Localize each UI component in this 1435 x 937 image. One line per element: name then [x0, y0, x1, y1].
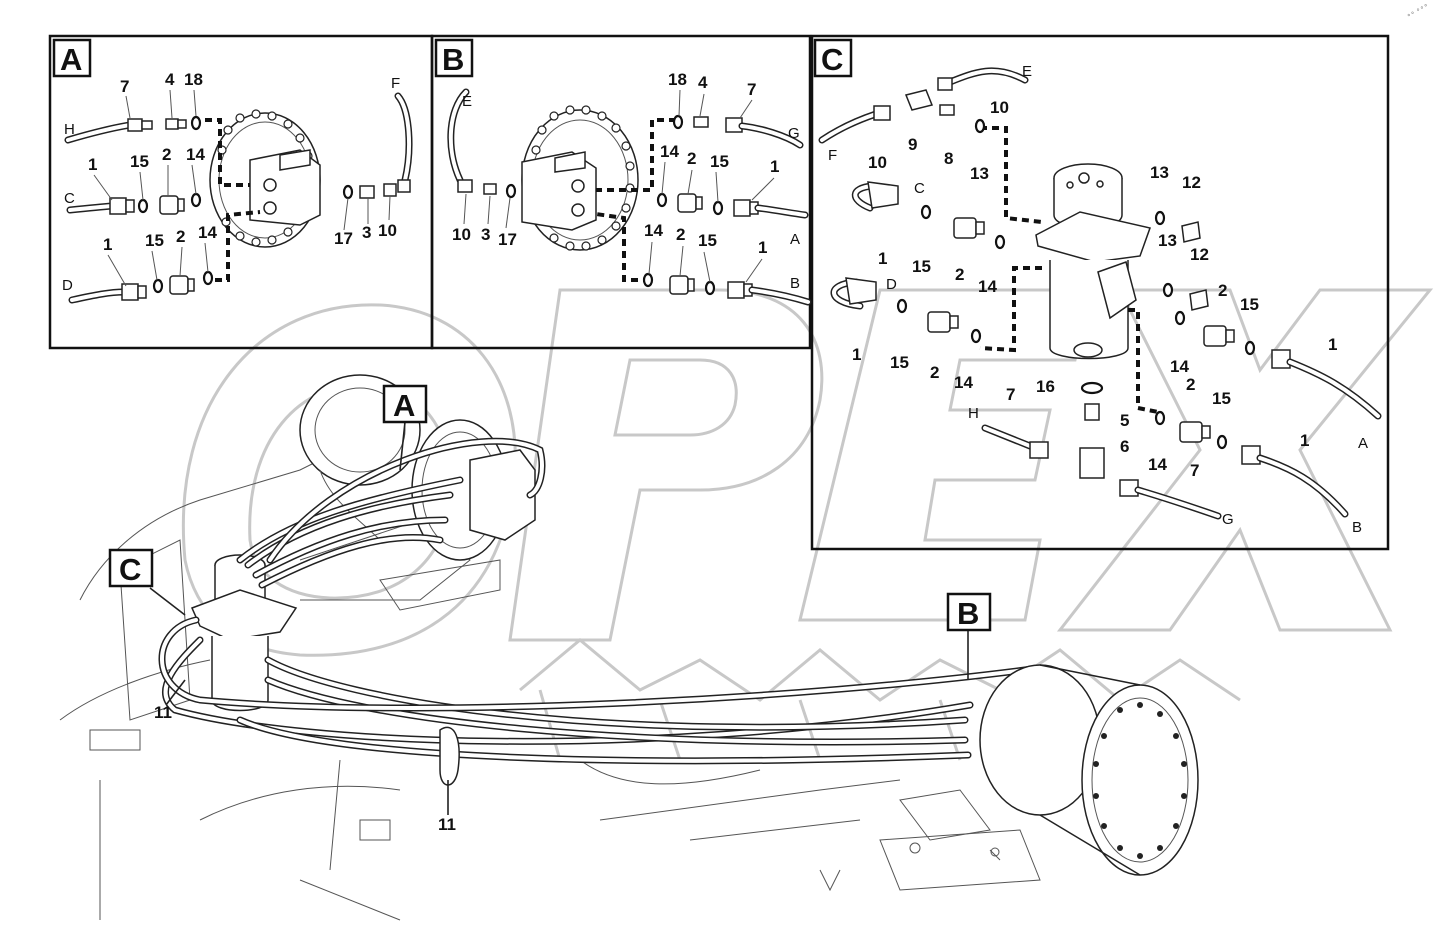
callout-label: 2 [1186, 375, 1195, 394]
view-tag-box [52, 38, 92, 78]
callout-label: 14 [978, 277, 997, 296]
center-swivel-joint [1035, 163, 1151, 360]
callout-label: 10 [452, 225, 471, 244]
hose-end-label: D [886, 276, 897, 293]
callout-label: 14 [660, 142, 679, 161]
hose-end-label: D [62, 277, 73, 294]
hose-end-label: F [828, 147, 837, 164]
hose-end-label: C [64, 190, 75, 207]
callout-label: 14 [644, 221, 663, 240]
callout-label: 14 [186, 145, 205, 164]
hose-end-label: B [1352, 519, 1362, 536]
callout-label: 2 [176, 227, 185, 246]
callout-label: 2 [687, 149, 696, 168]
callout-label: 2 [162, 145, 171, 164]
callout-label: 2 [676, 225, 685, 244]
view-tag: A [60, 42, 82, 77]
callout-label: 14 [1170, 357, 1189, 376]
hose-end-label: F [391, 75, 400, 92]
callout-label: 7 [747, 80, 756, 99]
callout-label: 18 [668, 70, 687, 89]
callout-label: 15 [912, 257, 931, 276]
watermark [182, 288, 1434, 761]
callout-label: 15 [890, 353, 909, 372]
overview-tag-box [946, 592, 992, 632]
callout-label: 5 [1120, 411, 1129, 430]
callout-label: 14 [1148, 455, 1167, 474]
callout-label: 7 [1006, 385, 1015, 404]
callout-label: 11 [438, 815, 456, 834]
hose-end-label: H [968, 405, 979, 422]
overview-tag: C [119, 552, 141, 587]
hose-end-label: E [462, 93, 472, 110]
corner-mark: ∘∘ ∘∘∘ [1406, 2, 1430, 20]
callout-label: 15 [698, 231, 717, 250]
callout-label: 15 [145, 231, 164, 250]
callout-label: 10 [868, 153, 887, 172]
callout-label: 2 [955, 265, 964, 284]
callout-label: 1 [758, 238, 767, 257]
callout-label: 3 [481, 225, 490, 244]
callout-label: 14 [954, 373, 973, 392]
callout-label: 14 [198, 223, 217, 242]
callout-label: 1 [1300, 431, 1309, 450]
callout-label: 17 [498, 230, 517, 249]
callout-label: 7 [1190, 461, 1199, 480]
callout-label: 7 [120, 77, 129, 96]
callout-label: 13 [1150, 163, 1169, 182]
callout-label: 1 [88, 155, 97, 174]
callout-label: 4 [165, 70, 175, 89]
callout-label: 10 [378, 221, 397, 240]
callout-label: 6 [1120, 437, 1129, 456]
hose-end-label: E [1022, 63, 1032, 80]
overview-tag: B [957, 596, 979, 631]
hose-end-label: A [1358, 435, 1368, 452]
callout-label: 8 [944, 149, 953, 168]
hose-end-label: G [788, 125, 800, 142]
callout-label: 10 [990, 98, 1009, 117]
callout-label: 15 [1212, 389, 1231, 408]
callout-label: 17 [334, 229, 353, 248]
view-tag-box [813, 38, 853, 78]
callout-label: 15 [130, 152, 149, 171]
overview-tag-box [108, 548, 154, 588]
hose-end-label: C [914, 180, 925, 197]
callout-label: 4 [698, 73, 708, 92]
overview-tag: A [393, 388, 415, 423]
callout-label: 1 [103, 235, 112, 254]
detail-view-b-frame [430, 34, 812, 350]
view-tag: C [821, 42, 843, 77]
hose-end-label: A [790, 231, 800, 248]
callout-label: 9 [908, 135, 917, 154]
callout-label: 12 [1190, 245, 1209, 264]
callout-label: 16 [1036, 377, 1055, 396]
callout-label: 15 [710, 152, 729, 171]
detail-view-c: C [813, 38, 1382, 536]
callout-label: 1 [770, 157, 779, 176]
hose-end-label: B [790, 275, 800, 292]
callout-label: 13 [1158, 231, 1177, 250]
view-tag-box [434, 38, 474, 78]
callout-label: 12 [1182, 173, 1201, 192]
callout-label: 11 [154, 703, 172, 722]
hose-end-label: H [64, 121, 75, 138]
hose-end-label: G [1222, 511, 1234, 528]
callout-label: 1 [1328, 335, 1337, 354]
callout-label: 1 [852, 345, 861, 364]
detail-view-a: A 7 4 1 [52, 38, 413, 304]
overview-illustration: A C B 11 11 [59, 374, 1199, 921]
callout-label: 2 [1218, 281, 1227, 300]
view-tag: B [442, 42, 464, 77]
callout-label: 3 [362, 223, 371, 242]
callout-label: 2 [930, 363, 939, 382]
detail-view-c-frame [810, 34, 1390, 551]
callout-label: 18 [184, 70, 203, 89]
callout-label: 13 [970, 164, 989, 183]
detail-view-b: B E 18 4 7 G 14 2 15 1 A [434, 38, 812, 306]
overview-tag-box [382, 384, 428, 424]
callout-label: 15 [1240, 295, 1259, 314]
callout-label: 1 [878, 249, 887, 268]
